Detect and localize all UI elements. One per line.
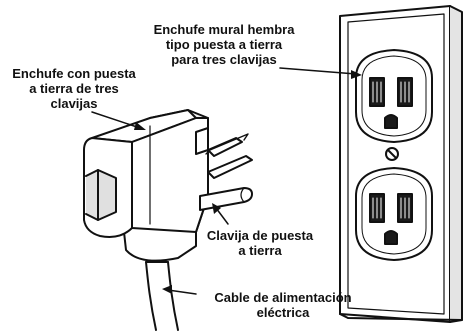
leader-plug: [91, 111, 141, 129]
outlet-receptacle-top: [355, 49, 433, 143]
outlet-receptacle-bottom: [355, 167, 433, 261]
label-three-prong-plug: Enchufe con puesta a tierra de tres clav…: [12, 66, 136, 111]
label-grounding-pin: Clavija de puesta a tierra: [206, 228, 314, 258]
leader-lines: [91, 67, 357, 295]
power-cord: [145, 261, 179, 331]
cover-plate-screw: [385, 147, 399, 161]
label-power-cord: Cable de alimentación eléctrica: [214, 290, 352, 320]
plug-body: [83, 109, 209, 262]
leader-outlet: [279, 67, 357, 75]
leader-power-cord: [167, 289, 197, 295]
leader-ground-pin: [215, 207, 229, 225]
label-wall-outlet: Enchufe mural hembra tipo puesta a tierr…: [153, 22, 295, 67]
plug-prongs: [195, 127, 253, 211]
leader-arrowheads: [134, 70, 362, 294]
